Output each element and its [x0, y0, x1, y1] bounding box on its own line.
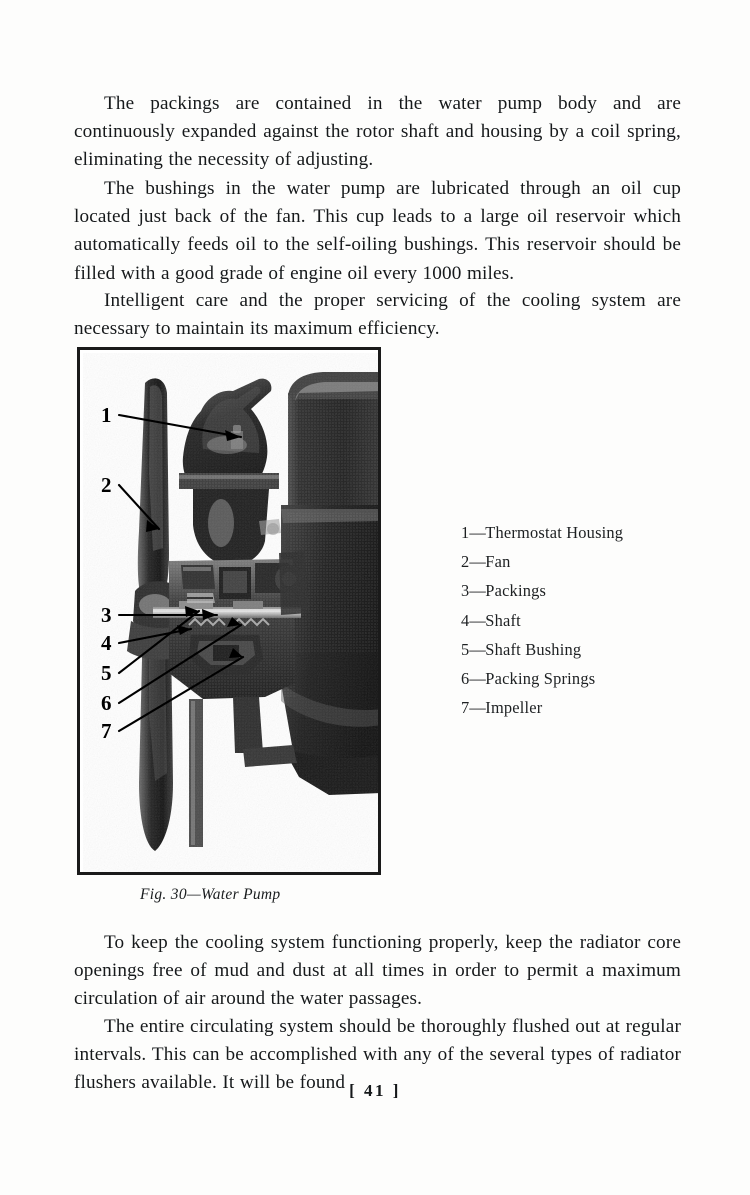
paragraph-flushing: The entire circulating system should be …: [74, 1016, 681, 1094]
figure-caption: Fig. 30—Water Pump: [140, 886, 281, 903]
legend-number-2: 2: [461, 552, 470, 572]
callout-number-1: 1: [101, 403, 112, 427]
legend-number-5: 5: [461, 639, 470, 659]
paragraph-block-2: The bushings in the water pump are lubri…: [74, 175, 681, 288]
legend-dash-6: —: [469, 669, 486, 689]
legend-item-6: 6—Packing Springs: [461, 664, 691, 693]
legend-item-4: 4—Shaft: [461, 606, 691, 635]
legend-item-1: 1—Thermostat Housing: [461, 518, 691, 547]
paragraph-radiator-core: To keep the cooling system functioning p…: [74, 932, 681, 1010]
callout-number-3: 3: [101, 603, 112, 627]
callout-number-2: 2: [101, 473, 112, 497]
legend-number-4: 4: [461, 610, 470, 630]
figure-legend: 1—Thermostat Housing 2—Fan 3—Packings 4—…: [461, 518, 691, 722]
paragraph-block-1: The packings are contained in the water …: [74, 90, 681, 175]
legend-number-7: 7: [461, 698, 470, 718]
legend-item-5: 5—Shaft Bushing: [461, 635, 691, 664]
legend-dash-5: —: [469, 639, 486, 659]
legend-dash-7: —: [469, 698, 486, 718]
legend-number-1: 1: [461, 523, 470, 542]
legend-label-2: Fan: [485, 552, 511, 572]
legend-dash-4: —: [469, 610, 486, 630]
paragraph-block-3: Intelligent care and the proper servicin…: [74, 287, 681, 343]
paragraph-block-4: To keep the cooling system functioning p…: [74, 929, 681, 1014]
legend-dash-1: —: [469, 523, 486, 542]
legend-label-6: Packing Springs: [485, 669, 596, 689]
legend-dash-3: —: [469, 581, 486, 601]
callout-number-5: 5: [101, 661, 112, 685]
legend-item-7: 7—Impeller: [461, 693, 691, 722]
legend-item-3: 3—Packings: [461, 576, 691, 605]
legend-label-5: Shaft Bushing: [485, 639, 582, 659]
page-number: [ 41 ]: [349, 1081, 401, 1100]
paragraph-block-5: The entire circulating system should be …: [74, 1013, 681, 1098]
paragraph-bushings: The bushings in the water pump are lubri…: [74, 178, 681, 284]
figure-border: 1 2 3 4 5 6 7: [77, 347, 381, 875]
water-pump-photo: 1 2 3 4 5 6 7: [83, 353, 378, 872]
figure-water-pump: 1 2 3 4 5 6 7: [77, 347, 381, 875]
legend-label-4: Shaft: [485, 610, 521, 630]
legend-number-6: 6: [461, 669, 470, 689]
legend-item-2: 2—Fan: [461, 547, 691, 576]
legend-label-3: Packings: [485, 581, 547, 601]
paragraph-intelligent-care: Intelligent care and the proper servicin…: [74, 290, 681, 340]
legend-label-1: Thermostat Housing: [485, 523, 624, 542]
paragraph-packings: The packings are contained in the water …: [74, 93, 681, 171]
callout-number-4: 4: [101, 631, 112, 655]
legend-number-3: 3: [461, 581, 470, 601]
legend-dash-2: —: [469, 552, 486, 572]
legend-label-7: Impeller: [485, 698, 543, 718]
callout-number-6: 6: [101, 691, 112, 715]
callout-number-7: 7: [101, 719, 112, 743]
